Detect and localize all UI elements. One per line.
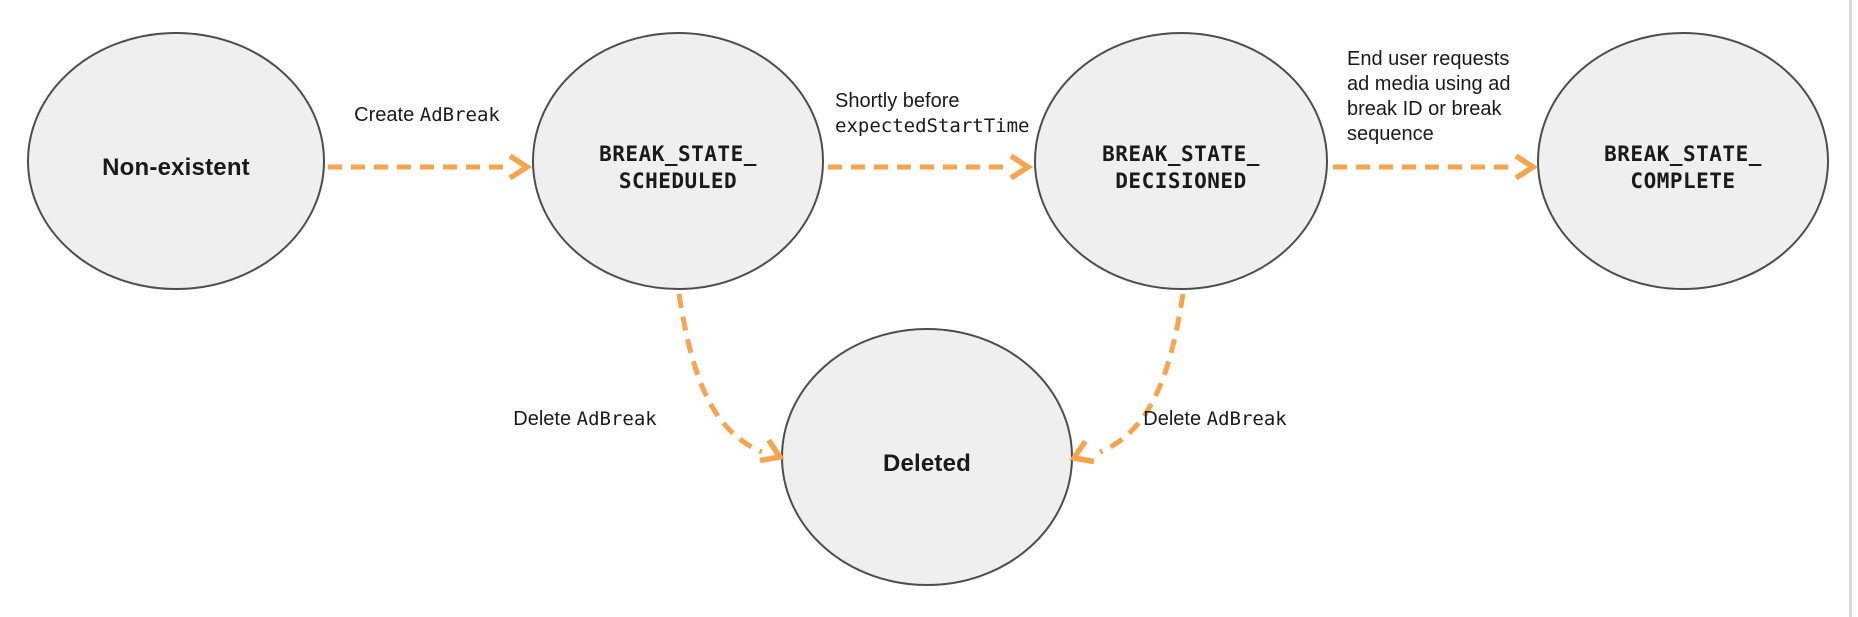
state-circle-break-state-complete — [1537, 32, 1829, 290]
state-label: Non-existent — [102, 154, 250, 181]
arrow-end-user-request — [1333, 153, 1539, 181]
state-node-deleted: Deleted — [782, 329, 1072, 585]
edge-label-delete-adbreak-left: Delete AdBreak — [513, 408, 657, 430]
state-circle-break-state-scheduled — [532, 32, 824, 290]
state-node-break-state-scheduled: BREAK_STATE_ SCHEDULED — [533, 33, 823, 289]
edge-label-end-user-request: End user requests ad media using ad brea… — [1347, 48, 1511, 145]
state-label: BREAK_STATE_ COMPLETE — [1604, 142, 1762, 193]
state-node-break-state-decisioned: BREAK_STATE_ DECISIONED — [1035, 33, 1327, 289]
edge-label-before-expected-start-time: Shortly before expectedStartTime — [835, 90, 1030, 137]
state-node-non-existent: Non-existent — [28, 33, 324, 289]
state-circle-non-existent — [27, 32, 325, 290]
edge-label-create-adbreak: Create AdBreak — [354, 104, 500, 126]
state-node-break-state-complete: BREAK_STATE_ COMPLETE — [1538, 33, 1828, 289]
arrow-delete-adbreak-left — [676, 293, 785, 464]
state-label: Deleted — [882, 450, 972, 477]
arrow-create-adbreak — [328, 153, 533, 181]
arrow-before-expected-start-time — [828, 153, 1034, 181]
edge-label-delete-adbreak-right: Delete AdBreak — [1143, 408, 1287, 430]
page-divider-line — [1849, 0, 1852, 617]
arrow-delete-adbreak-right — [1069, 293, 1186, 465]
state-label: BREAK_STATE_ SCHEDULED — [599, 142, 757, 193]
state-circle-break-state-decisioned — [1034, 32, 1328, 290]
state-label: BREAK_STATE_ DECISIONED — [1102, 142, 1260, 193]
